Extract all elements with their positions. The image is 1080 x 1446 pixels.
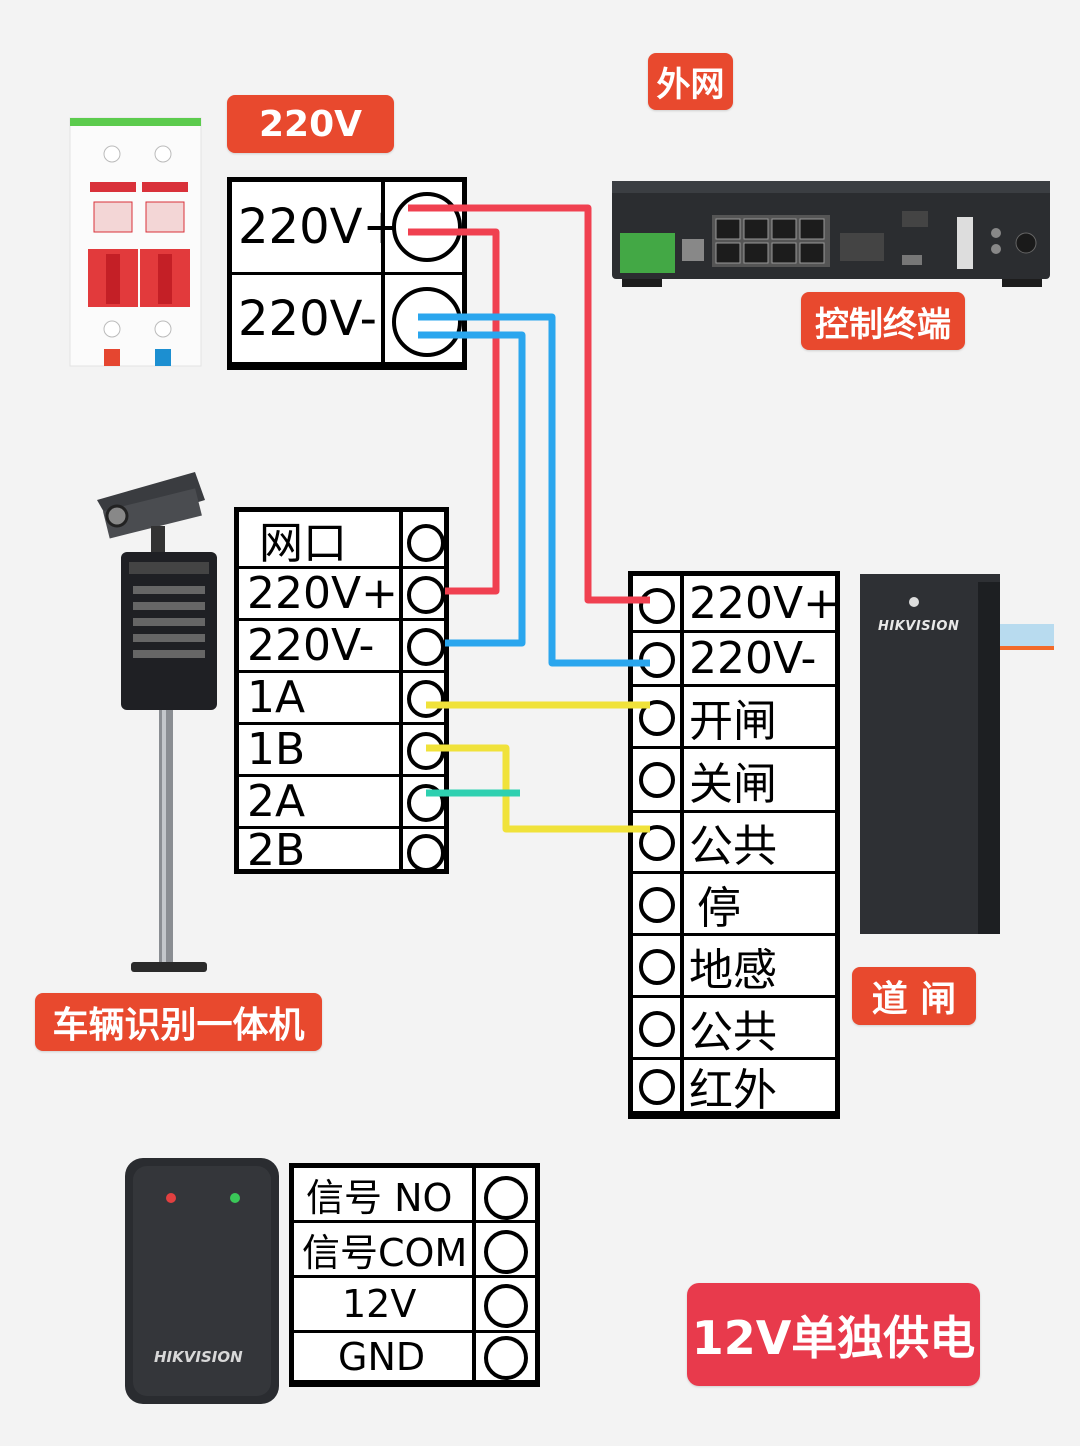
power-row: 220V+ xyxy=(232,182,462,275)
terminal-screw xyxy=(639,700,675,736)
terminal-label: 停 xyxy=(697,882,741,934)
terminal-screw xyxy=(639,1069,675,1105)
terminal-screw xyxy=(407,628,445,666)
terminal-screw xyxy=(484,1230,528,1274)
label-barrier-gate: 道 闸 xyxy=(852,967,976,1025)
terminal-label: 2B xyxy=(247,824,306,876)
terminal-screw xyxy=(407,784,445,822)
terminal-screw xyxy=(407,834,445,872)
terminal-screw xyxy=(639,887,675,923)
terminal-screw xyxy=(484,1336,528,1380)
label-external-net: 外网 xyxy=(648,53,733,110)
label-separate-power: 12V单独供电 xyxy=(687,1283,980,1386)
camera-row: 2B xyxy=(239,824,444,876)
terminal-label: 220V+ xyxy=(247,568,398,619)
terminal-screw xyxy=(639,588,675,624)
terminal-label: 信号COM xyxy=(302,1230,468,1275)
control-terminal-image xyxy=(612,181,1050,289)
gate-row: 220V- xyxy=(633,633,835,687)
terminal-label: 12V xyxy=(342,1282,417,1326)
gate-terminal-block: 220V+ 220V- 开闸 关闸 公共 停 地感 公共 红外 xyxy=(628,571,840,1119)
terminal-label: 2A xyxy=(247,776,306,827)
terminal-screw xyxy=(639,825,675,861)
terminal-screw xyxy=(639,1011,675,1047)
terminal-label: 220V- xyxy=(238,290,377,347)
terminal-screw xyxy=(639,762,675,798)
reader-row: 信号COM xyxy=(294,1223,535,1278)
terminal-label: 1A xyxy=(247,672,306,723)
card-reader-image xyxy=(123,1156,281,1406)
barrier-gate-brand: HIKVISION xyxy=(878,619,960,634)
lpr-camera-image xyxy=(95,470,220,980)
terminal-label: 开闸 xyxy=(689,695,777,747)
terminal-screw xyxy=(392,192,462,262)
terminal-label: 220V- xyxy=(689,633,817,684)
camera-row: 2A xyxy=(239,776,444,829)
terminal-label: 红外 xyxy=(689,1064,777,1116)
terminal-label: 220V- xyxy=(247,620,375,671)
terminal-screw xyxy=(484,1176,528,1220)
gate-row: 地感 xyxy=(633,936,835,998)
reader-row: GND xyxy=(294,1333,535,1383)
terminal-label: 公共 xyxy=(689,821,777,872)
camera-terminal-block: 网口 220V+ 220V- 1A 1B 2A 2B xyxy=(234,507,449,876)
terminal-screw xyxy=(639,949,675,985)
reader-row: 信号 NO xyxy=(294,1168,535,1223)
camera-row: 220V+ xyxy=(239,568,444,621)
terminal-label: 公共 xyxy=(689,1006,777,1058)
wire-signal-1b xyxy=(426,744,650,833)
terminal-screw xyxy=(407,732,445,770)
label-lpr-camera: 车辆识别一体机 xyxy=(35,993,322,1051)
reader-terminal-block: 信号 NO 信号COM 12V GND xyxy=(289,1163,540,1387)
card-reader-brand: HIKVISION xyxy=(154,1348,243,1366)
terminal-label: 地感 xyxy=(689,944,777,996)
terminal-screw xyxy=(484,1284,528,1328)
terminal-label: 关闸 xyxy=(689,758,777,810)
terminal-label: 信号 NO xyxy=(306,1175,453,1220)
terminal-label: 220V+ xyxy=(689,577,840,629)
terminal-screw xyxy=(392,287,462,357)
power-row: 220V- xyxy=(232,275,462,365)
terminal-label: 220V+ xyxy=(238,199,403,255)
circuit-breaker-image xyxy=(68,114,203,371)
camera-row: 1A xyxy=(239,672,444,725)
gate-row: 开闸 xyxy=(633,687,835,749)
power-terminal-block: 220V+ 220V- xyxy=(227,177,467,370)
gate-row: 公共 xyxy=(633,998,835,1060)
label-control-terminal: 控制终端 xyxy=(801,292,965,350)
label-220v: 220V xyxy=(227,95,394,153)
terminal-screw xyxy=(407,524,445,562)
reader-row: 12V xyxy=(294,1278,535,1333)
terminal-label: GND xyxy=(338,1334,426,1379)
gate-row: 关闸 xyxy=(633,749,835,813)
gate-row: 220V+ xyxy=(633,576,840,633)
gate-row: 停 xyxy=(633,874,835,936)
terminal-screw xyxy=(639,642,675,678)
terminal-screw xyxy=(407,576,445,614)
terminal-screw xyxy=(407,680,445,718)
barrier-gate-image xyxy=(858,572,1054,936)
gate-row: 红外 xyxy=(633,1060,835,1116)
terminal-label: 网口 xyxy=(259,518,347,569)
camera-row: 网口 xyxy=(239,512,444,569)
camera-row: 1B xyxy=(239,724,444,777)
terminal-label: 1B xyxy=(247,724,306,775)
gate-row: 公共 xyxy=(633,813,835,874)
camera-row: 220V- xyxy=(239,620,444,673)
